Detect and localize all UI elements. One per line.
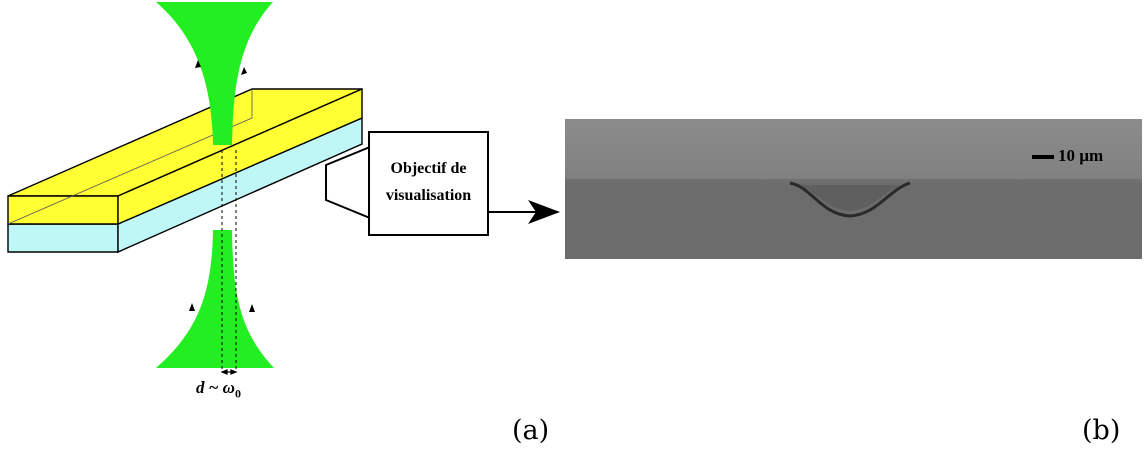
waist-label-text: d ~ ω — [196, 378, 235, 397]
coating-layer — [7, 87, 363, 226]
panel-label-a: (a) — [512, 415, 550, 446]
scale-bar — [1032, 155, 1054, 159]
laser-beam-upper — [156, 2, 273, 145]
laser-beam-lower — [156, 230, 274, 368]
beam-arrows — [189, 60, 255, 312]
waist-measure — [220, 369, 238, 375]
crater-profile — [789, 181, 911, 218]
objective-label-line1: Objectif de — [390, 160, 467, 177]
waist-label-subscript: 0 — [234, 386, 241, 401]
panel-label-b: (b) — [1082, 415, 1121, 446]
slab-hidden-edges — [7, 89, 253, 225]
scale-bar-label: 10 µm — [1058, 146, 1104, 165]
waist-label: d ~ ω0 — [196, 378, 241, 401]
waist-guides — [221, 150, 237, 372]
view-arrow — [488, 200, 560, 224]
objective-lens — [325, 131, 489, 236]
objective-label-line2: visualisation — [385, 187, 472, 204]
micrograph — [565, 119, 1142, 259]
